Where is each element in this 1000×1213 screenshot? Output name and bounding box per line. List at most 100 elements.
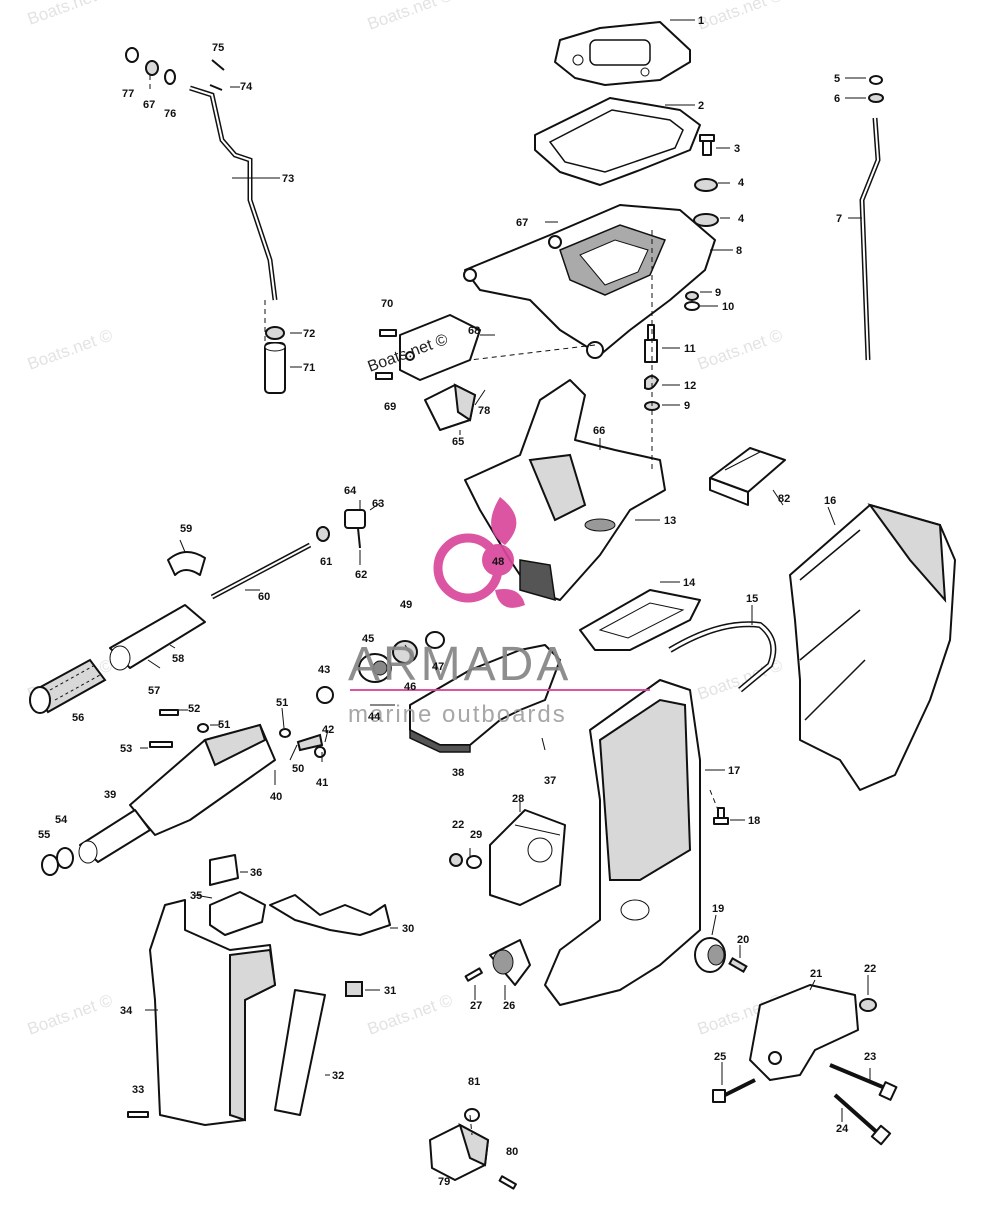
watermark-text: Boats.net © xyxy=(365,990,456,1038)
callout-label: 80 xyxy=(506,1146,518,1158)
callout-label: 26 xyxy=(503,1000,515,1012)
pins-74-75 xyxy=(209,59,225,91)
callout-label: 52 xyxy=(188,703,200,715)
parts-61-64 xyxy=(316,509,366,549)
watermark-text: Boats.net © xyxy=(695,325,786,373)
callout-label: 4 xyxy=(738,177,745,189)
callout-label: 39 xyxy=(104,789,116,801)
callout-label: 24 xyxy=(836,1123,849,1135)
washer-81 xyxy=(464,1108,480,1122)
callout-label: 22 xyxy=(864,963,876,975)
callout-label: 73 xyxy=(282,173,294,185)
leader-lines xyxy=(140,19,871,1136)
callout-labels: 1 2 3 4 4 5 6 7 8 9 10 11 12 9 13 14 15 … xyxy=(38,15,876,1188)
callout-label: 9 xyxy=(715,287,721,299)
small-parts-50-52 xyxy=(149,709,326,758)
adapter-plate-8 xyxy=(463,204,716,359)
lower-cover-16 xyxy=(789,503,956,791)
callout-label: 6 xyxy=(834,93,840,105)
callout-label: 48 xyxy=(492,556,504,568)
callout-label: 78 xyxy=(478,405,490,417)
handle-grip-56 xyxy=(29,658,107,714)
callout-label: 63 xyxy=(372,498,384,510)
washers-4 xyxy=(693,178,719,227)
gasket-2 xyxy=(534,97,701,186)
housing-28 xyxy=(489,809,566,906)
callout-label: 33 xyxy=(132,1084,144,1096)
logo-title: ARMADA xyxy=(348,638,571,691)
callout-label: 60 xyxy=(258,591,270,603)
callout-label: 28 xyxy=(512,793,524,805)
callout-label: 35 xyxy=(190,890,202,902)
callout-label: 3 xyxy=(734,143,740,155)
callout-label: 40 xyxy=(270,791,282,803)
callout-label: 9 xyxy=(684,400,690,412)
gasket-1 xyxy=(554,21,691,86)
washers-77-67-76 xyxy=(125,47,176,85)
sleeve-71 xyxy=(264,342,286,394)
callout-label: 51 xyxy=(276,697,288,709)
callout-label: 1 xyxy=(698,15,704,27)
block-82 xyxy=(709,447,786,506)
callout-label: 29 xyxy=(470,829,482,841)
callout-label: 32 xyxy=(332,1070,344,1082)
swivel-bracket-13 xyxy=(464,379,666,602)
bracket-68 xyxy=(399,314,481,381)
knob-45 xyxy=(358,653,392,683)
tube-58 xyxy=(109,604,206,671)
callout-label: 27 xyxy=(470,1000,482,1012)
callout-label: 71 xyxy=(303,362,315,374)
callout-label: 14 xyxy=(683,577,696,589)
tiller-bracket-38 xyxy=(409,644,561,753)
block-65 xyxy=(424,383,477,431)
callout-label: 10 xyxy=(722,301,734,313)
callout-label: 67 xyxy=(143,99,155,111)
watermark-text: Boats.net © xyxy=(25,990,116,1038)
callout-label: 41 xyxy=(316,777,328,789)
callout-label: 18 xyxy=(748,815,760,827)
bolts-23-24-25 xyxy=(712,1063,898,1146)
callout-label: 58 xyxy=(172,653,184,665)
callout-label: 76 xyxy=(164,108,176,120)
bolt-20 xyxy=(728,957,748,973)
screw-80 xyxy=(498,1175,517,1190)
callout-label: 68 xyxy=(468,325,480,337)
bushing-59 xyxy=(167,551,206,576)
o-rings-54-55 xyxy=(41,847,74,876)
callout-label: 25 xyxy=(714,1051,726,1063)
callout-label: 2 xyxy=(698,100,704,112)
bolt-3 xyxy=(699,134,715,156)
cone-26 xyxy=(489,939,531,986)
callout-label: 62 xyxy=(355,569,367,581)
callout-label: 19 xyxy=(712,903,724,915)
callout-label: 43 xyxy=(318,664,330,676)
watermark-text: Boats.net © xyxy=(365,0,456,34)
callout-label: 20 xyxy=(737,934,749,946)
screws-69-70 xyxy=(375,329,397,380)
callout-label: 47 xyxy=(432,661,444,673)
callout-label: 17 xyxy=(728,765,740,777)
callout-label: 8 xyxy=(736,245,742,257)
callout-label: 65 xyxy=(452,436,464,448)
armada-logo: ARMADA marine outboards xyxy=(348,497,650,728)
callout-label: 81 xyxy=(468,1076,480,1088)
fin-32 xyxy=(274,989,326,1116)
callout-label: 51 xyxy=(218,719,230,731)
gasket-14 xyxy=(579,589,701,651)
bolt-18 xyxy=(713,807,729,825)
mount-19 xyxy=(694,937,726,973)
cover-panel-34 xyxy=(149,899,277,1126)
drive-shaft-housing-17 xyxy=(544,679,701,1006)
logo-blade-icon xyxy=(491,497,517,545)
callout-label: 31 xyxy=(384,985,396,997)
gear-46-47 xyxy=(392,631,445,664)
callout-label: 30 xyxy=(402,923,414,935)
clamp-bracket-21 xyxy=(749,984,877,1081)
callout-label: 34 xyxy=(120,1005,133,1017)
logo-subtitle: marine outboards xyxy=(348,701,567,728)
shift-lever-73 xyxy=(189,85,278,301)
callout-label: 13 xyxy=(664,515,676,527)
stack-parts-9-12 xyxy=(644,291,700,411)
callout-label: 57 xyxy=(148,685,160,697)
